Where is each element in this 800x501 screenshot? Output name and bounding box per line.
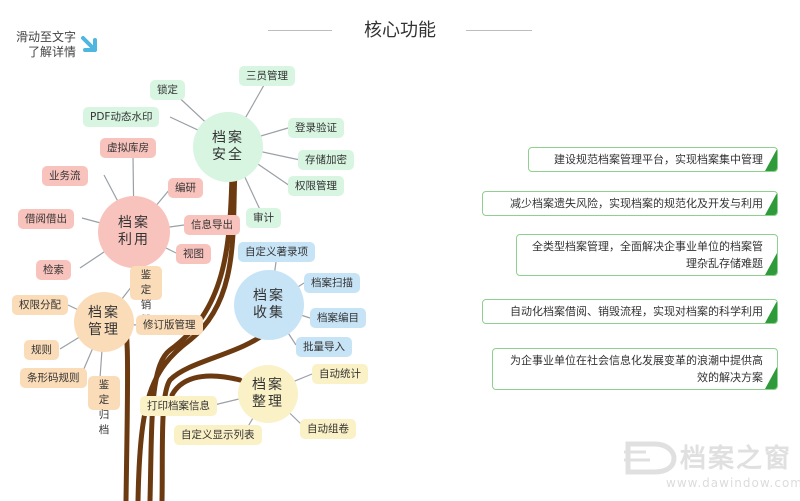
node-search[interactable]: 检索: [36, 260, 71, 280]
scroll-hint-line-1: 滑动至文字: [15, 30, 76, 44]
feature-corner-3: [765, 253, 777, 275]
node-three-admin[interactable]: 三员管理: [239, 66, 295, 86]
node-storage-encrypt[interactable]: 存储加密: [298, 150, 354, 170]
node-custom-list[interactable]: 自定义显示列表: [174, 425, 262, 445]
node-permission-assign[interactable]: 权限分配: [12, 295, 68, 315]
hub-utilization[interactable]: 档案利用: [98, 196, 170, 268]
node-custom-fields[interactable]: 自定义著录项: [238, 242, 315, 262]
feature-text-5: 为企事业单位在社会信息化发展变革的浪潮中提供高效的解决方案: [510, 354, 763, 384]
hub-collection[interactable]: 档案收集: [234, 270, 304, 340]
trunk-path-5: [169, 373, 243, 398]
watermark-name: 档案之窗: [680, 444, 793, 474]
hub-management-label: 档案管理: [87, 305, 120, 338]
node-auto-stats[interactable]: 自动统计: [312, 364, 368, 384]
arrow-down-right-icon: [81, 36, 97, 52]
node-print-info[interactable]: 打印档案信息: [140, 396, 217, 416]
node-permission-manage[interactable]: 权限管理: [288, 176, 344, 196]
feature-corner-1: [765, 149, 777, 171]
watermark-logo-icon: [624, 441, 677, 475]
node-view[interactable]: 视图: [176, 244, 211, 264]
title-rule-right: [466, 30, 532, 31]
scroll-hint-line-2: 了解详情: [27, 45, 76, 59]
node-archive-catalog[interactable]: 档案编目: [310, 308, 366, 328]
watermark: 档案之窗 www.dawindow.com: [622, 436, 800, 496]
node-audit[interactable]: 审计: [246, 208, 281, 228]
hub-collection-label: 档案收集: [252, 288, 285, 321]
feature-box-3[interactable]: 全类型档案管理，全面解决企事业单位的档案管理杂乱存储难题: [516, 234, 778, 276]
feature-box-2[interactable]: 减少档案遗失风险，实现档案的规范化及开发与利用: [482, 191, 778, 216]
feature-corner-4: [765, 301, 777, 323]
feature-text-1: 建设规范档案管理平台，实现档案集中管理: [554, 153, 763, 166]
page-title: 核心功能: [364, 20, 436, 41]
node-compile[interactable]: 编研: [168, 178, 203, 198]
node-borrow[interactable]: 借阅借出: [18, 209, 74, 229]
node-workflow[interactable]: 业务流: [42, 166, 88, 186]
feature-corner-2: [765, 193, 777, 215]
hub-organize[interactable]: 档案整理: [238, 365, 298, 423]
feature-box-4[interactable]: 自动化档案借阅、销毁流程，实现对档案的科学利用: [482, 299, 778, 324]
node-info-export[interactable]: 信息导出: [184, 215, 240, 235]
node-barcode-rules[interactable]: 条形码规则: [20, 368, 87, 388]
hub-organize-label: 档案整理: [251, 377, 284, 410]
node-pdf-watermark[interactable]: PDF动态水印: [83, 107, 160, 127]
trunk-path-4: [159, 327, 273, 501]
scroll-hint: 滑动至文字 了解详情: [6, 30, 76, 60]
node-rules[interactable]: 规则: [24, 340, 59, 360]
feature-text-2: 减少档案遗失风险，实现档案的规范化及开发与利用: [510, 197, 763, 210]
hub-security[interactable]: 档案安全: [193, 112, 263, 182]
watermark-url: www.dawindow.com: [666, 476, 800, 490]
node-auto-volume[interactable]: 自动组卷: [300, 419, 356, 439]
node-login-verify[interactable]: 登录验证: [288, 118, 344, 138]
trunk-path-2: [147, 172, 235, 501]
feature-corner-5: [765, 367, 777, 389]
hub-security-label: 档案安全: [211, 130, 244, 163]
node-batch-import[interactable]: 批量导入: [296, 337, 352, 357]
feature-text-4: 自动化档案借阅、销毁流程，实现对档案的科学利用: [510, 305, 763, 318]
node-appraise-destroy[interactable]: 鉴定销毁: [130, 266, 162, 326]
node-virtual-storage[interactable]: 虚拟库房: [100, 138, 156, 158]
node-lock[interactable]: 锁定: [150, 80, 185, 100]
feature-box-1[interactable]: 建设规范档案管理平台，实现档案集中管理: [528, 147, 778, 172]
title-rule-left: [268, 30, 332, 31]
hub-utilization-label: 档案利用: [117, 215, 150, 248]
node-revision-manage[interactable]: 修订版管理: [136, 315, 203, 335]
node-appraise-archive[interactable]: 鉴定归档: [88, 376, 120, 436]
hub-management[interactable]: 档案管理: [74, 292, 134, 352]
feature-text-3: 全类型档案管理，全面解决企事业单位的档案管理杂乱存储难题: [532, 240, 763, 270]
feature-box-5[interactable]: 为企事业单位在社会信息化发展变革的浪潮中提供高效的解决方案: [492, 348, 778, 390]
node-archive-scan[interactable]: 档案扫描: [304, 273, 360, 293]
